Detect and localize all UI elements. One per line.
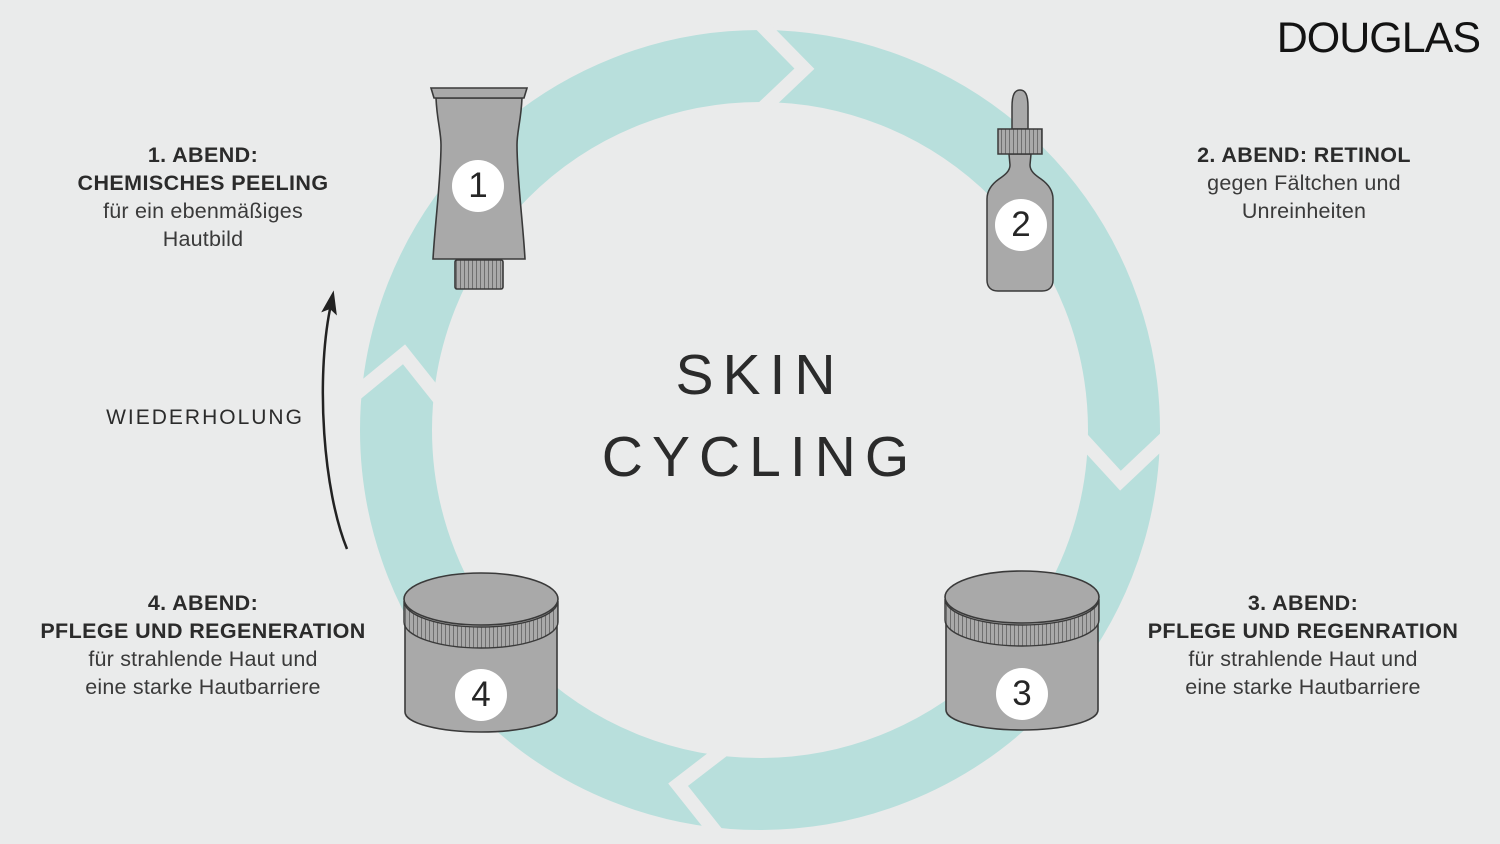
- chevron-gap-bottom-icon: [668, 732, 743, 844]
- repeat-arrow-icon: [321, 290, 349, 550]
- step-3-text: 3. ABEND: PFLEGE UND REGENRATION für str…: [1110, 589, 1496, 701]
- dropper-bottle-icon: [986, 89, 1054, 292]
- step-number-badge-4: 4: [455, 669, 507, 721]
- step-4-description: für strahlende Haut und eine starke Haut…: [85, 647, 321, 699]
- chevron-gap-right-icon: [1064, 420, 1184, 491]
- page-title: SKIN CYCLING: [601, 343, 919, 489]
- chevron-gap-top-icon: [742, 6, 815, 126]
- step-3-description: für strahlende Haut und eine starke Haut…: [1185, 647, 1421, 699]
- cycle-ring-track: [360, 30, 1160, 830]
- step-2-heading: 2. ABEND: RETINOL: [1197, 143, 1411, 167]
- step-3-heading: 3. ABEND: PFLEGE UND REGENRATION: [1147, 591, 1459, 643]
- douglas-logo: DOUGLAS: [1276, 14, 1481, 62]
- step-2-description: gegen Fältchen und Unreinheiten: [1207, 171, 1401, 223]
- chevron-gap-left-icon: [337, 344, 457, 418]
- jar-icon: [403, 572, 559, 733]
- repeat-label: WIEDERHOLUNG: [106, 406, 304, 429]
- step-number-badge-1: 1: [452, 160, 504, 212]
- step-1-heading: 1. ABEND: CHEMISCHES PEELING: [77, 143, 329, 195]
- step-number-badge-3: 3: [996, 668, 1048, 720]
- step-2-text: 2. ABEND: RETINOL gegen Fältchen und Unr…: [1128, 141, 1480, 225]
- step-number-badge-2: 2: [995, 199, 1047, 251]
- step-1-description: für ein ebenmäßiges Hautbild: [103, 199, 303, 251]
- step-4-text: 4. ABEND: PFLEGE UND REGENERATION für st…: [10, 589, 396, 701]
- step-4-heading: 4. ABEND: PFLEGE UND REGENERATION: [40, 591, 366, 643]
- step-1-text: 1. ABEND: CHEMISCHES PEELING für ein ebe…: [28, 141, 378, 253]
